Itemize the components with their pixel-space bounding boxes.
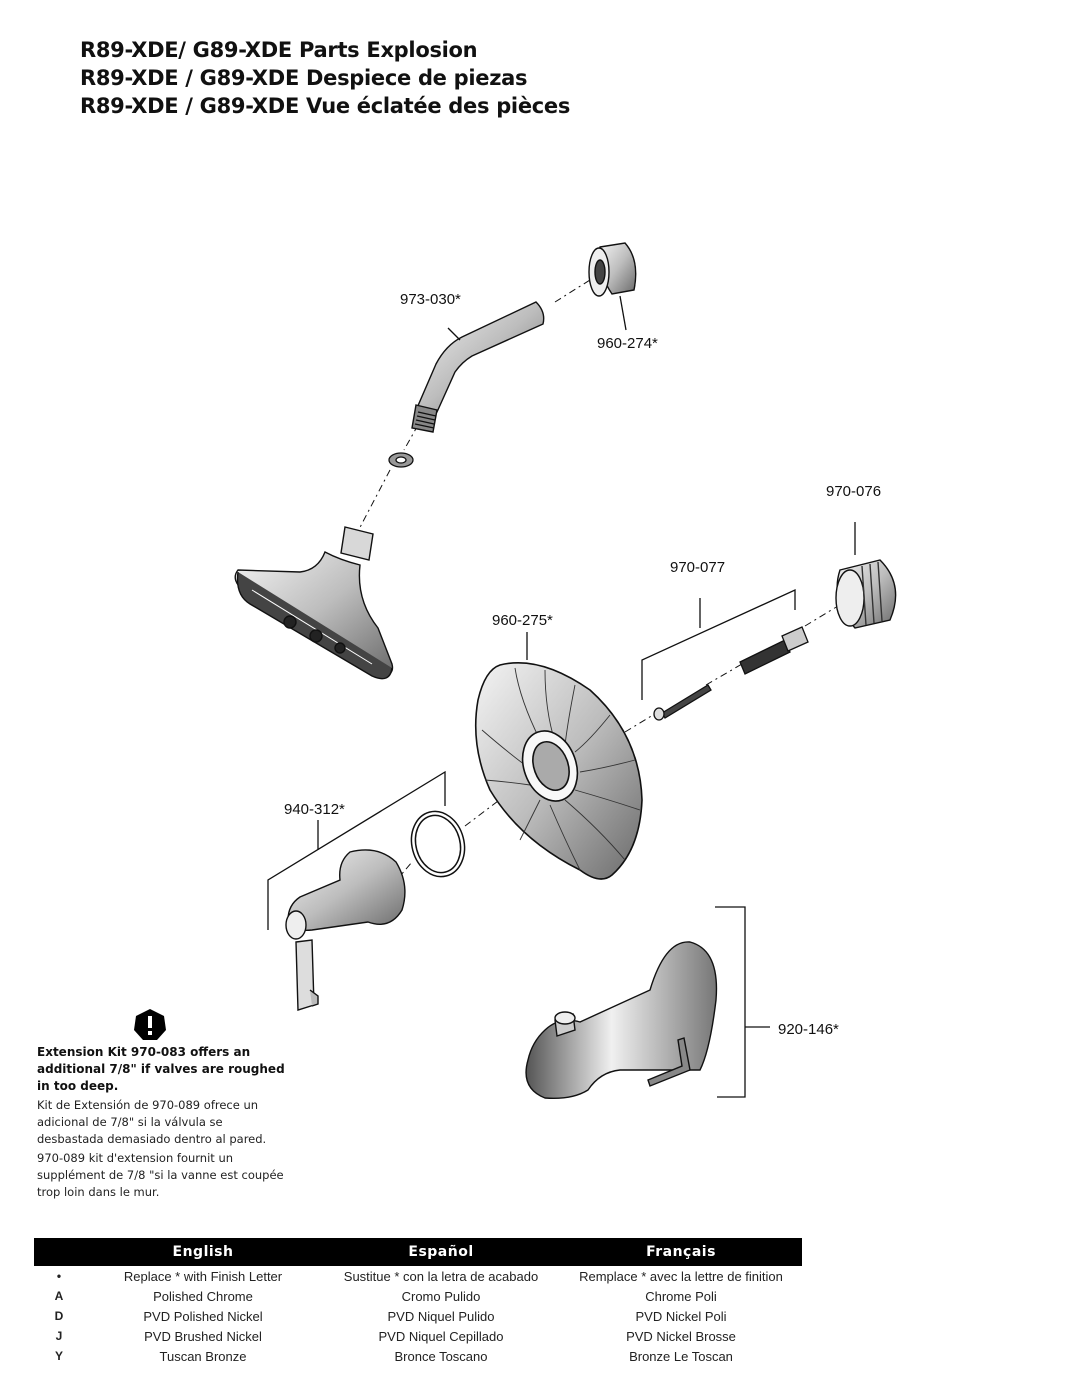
title-spanish: R89-XDE / G89-XDE Despiece de piezas (80, 66, 528, 90)
title-block: R89-XDE/ G89-XDE Parts Explosion R89-XDE… (80, 36, 570, 120)
notice-text-english: Extension Kit 970-083 offers an addition… (37, 1045, 285, 1093)
finish-code: D (54, 1309, 64, 1323)
o-ring (410, 810, 466, 878)
finish-french: Bronze Le Toscan (629, 1348, 733, 1364)
tub-spout-920-146 (525, 941, 718, 1100)
header-french: Français (646, 1244, 716, 1260)
finish-code: J (55, 1329, 63, 1343)
finish-spanish: Cromo Pulido (401, 1288, 481, 1304)
finish-french: Chrome Poli (645, 1288, 717, 1304)
part-label-940-312: 940-312* (284, 801, 345, 818)
finish-french: PVD Nickel Brosse (626, 1328, 736, 1344)
notice-text-french: 970-089 kit d'extension fournit un suppl… (37, 1151, 284, 1199)
finish-spanish: PVD Niquel Cepillado (378, 1328, 504, 1344)
shower-arm-973-030 (411, 301, 545, 433)
table-row: • Replace * with Finish Letter Sustitue … (34, 1266, 802, 1286)
finish-spanish: Bronce Toscano (394, 1348, 488, 1364)
finish-english: Replace * with Finish Letter (123, 1268, 283, 1284)
exclamation-icon (134, 1009, 166, 1040)
finish-code: Y (54, 1349, 63, 1363)
table-row: A Polished Chrome Cromo Pulido Chrome Po… (34, 1286, 802, 1306)
finish-code: • (56, 1269, 62, 1283)
part-label-960-275: 960-275* (492, 612, 553, 629)
finish-english: Tuscan Bronze (159, 1348, 247, 1364)
finish-french: Remplace * avec la lettre de finition (579, 1268, 783, 1284)
finish-french: PVD Nickel Poli (635, 1308, 727, 1324)
flange-960-274 (588, 242, 637, 297)
handle-940-312 (285, 849, 406, 1011)
finish-spanish: PVD Niquel Pulido (387, 1308, 495, 1324)
finish-spanish: Sustitue * con la letra de acabado (343, 1268, 539, 1284)
finish-code: A (54, 1289, 64, 1303)
title-english: R89-XDE/ G89-XDE Parts Explosion (80, 38, 478, 62)
finish-english: Polished Chrome (153, 1288, 253, 1304)
header-english: English (172, 1244, 234, 1260)
finish-english: PVD Polished Nickel (143, 1308, 263, 1324)
washer (388, 452, 414, 468)
label-brackets (267, 295, 856, 1098)
shower-head (234, 526, 394, 680)
part-label-970-077: 970-077 (670, 559, 725, 576)
table-row: Y Tuscan Bronze Bronce Toscano Bronze Le… (34, 1346, 802, 1366)
part-label-970-076: 970-076 (826, 483, 881, 500)
header-code (34, 1238, 84, 1266)
stop-tube-970-076 (835, 559, 897, 629)
title-french: R89-XDE / G89-XDE Vue éclatée des pièces (80, 94, 571, 118)
notice-text-spanish: Kit de Extensión de 970-089 ofrece un ad… (37, 1098, 267, 1146)
table-row: D PVD Polished Nickel PVD Niquel Pulido … (34, 1306, 802, 1326)
finish-table-header: English Español Français (34, 1238, 802, 1266)
table-row: J PVD Brushed Nickel PVD Niquel Cepillad… (34, 1326, 802, 1346)
part-label-960-274: 960-274* (597, 335, 658, 352)
part-label-973-030: 973-030* (400, 291, 461, 308)
finish-table: English Español Français • Replace * wit… (34, 1238, 802, 1366)
finish-english: PVD Brushed Nickel (144, 1328, 262, 1344)
part-label-920-146: 920-146* (778, 1021, 839, 1038)
parts-explosion-diagram: 973-030* 960-274* 970-076 970-077 960-27… (234, 242, 897, 1100)
screws-970-077 (653, 626, 809, 721)
escutcheon-960-275 (474, 662, 643, 880)
header-spanish: Español (408, 1244, 474, 1260)
